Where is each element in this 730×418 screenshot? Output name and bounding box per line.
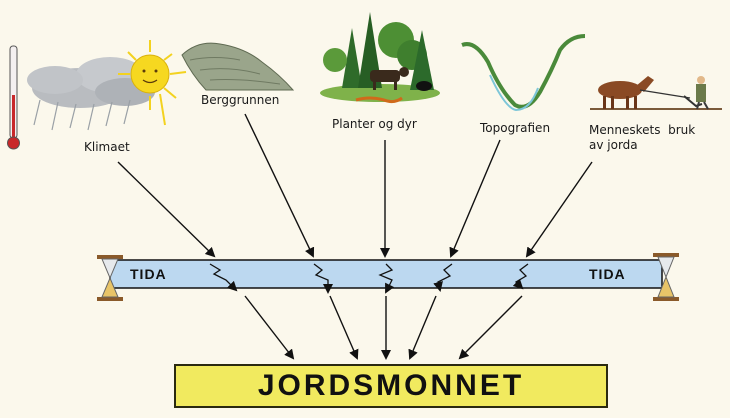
result-label: JORDSMONNET <box>257 369 525 402</box>
label-menneskets-bruk: Menneskets bruk av jorda <box>589 123 696 152</box>
arrow-out-5 <box>458 295 523 360</box>
label-topografien: Topografien <box>480 121 551 135</box>
time-label-left: TIDA <box>130 266 167 282</box>
forest-animals-icon <box>320 12 440 104</box>
factor-arrows <box>117 113 593 258</box>
arrow-out-2 <box>329 295 359 360</box>
arrow-out-4 <box>408 295 437 360</box>
label-planter-og-dyr: Planter og dyr <box>332 117 417 131</box>
bedrock-icon <box>181 42 295 91</box>
arrow-bruk <box>525 161 593 258</box>
sun-icon <box>118 40 187 126</box>
output-arrows <box>244 295 523 360</box>
result-box: JORDSMONNET <box>174 364 608 408</box>
label-klimaet: Klimaet <box>84 140 130 154</box>
arrow-klimaet <box>117 161 216 258</box>
label-berggrunnen: Berggrunnen <box>201 93 280 107</box>
plowing-horse-icon <box>590 76 722 110</box>
thermometer-icon <box>7 45 20 150</box>
hourglass-icon <box>653 253 679 301</box>
rain-cloud-icon <box>27 57 155 131</box>
arrow-out-1 <box>244 295 295 360</box>
time-label-right: TIDA <box>589 266 626 282</box>
valley-icon <box>461 34 586 112</box>
arrow-berggrunnen <box>244 113 315 258</box>
arrow-topografien <box>449 139 501 258</box>
hourglass-icon <box>97 255 123 301</box>
time-zigzags <box>209 263 529 294</box>
